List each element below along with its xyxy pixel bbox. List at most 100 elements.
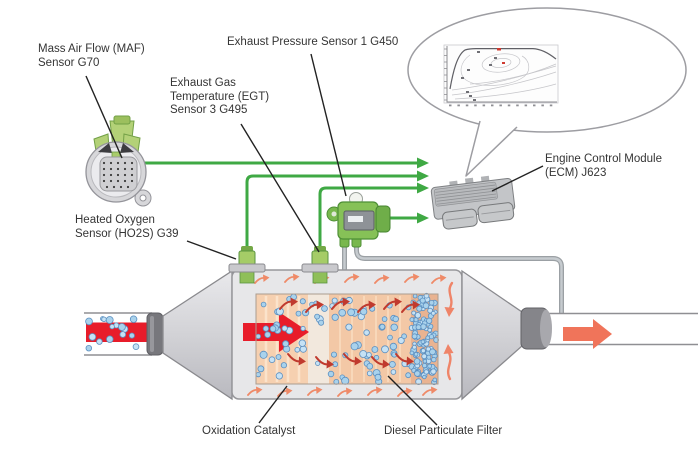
pressure-sensor: [326, 192, 391, 248]
x-axis-tick-labels: [449, 104, 553, 107]
soot-particle: [422, 374, 427, 380]
soot-particle: [420, 323, 427, 330]
soot-particle: [427, 363, 433, 369]
signal-arrowheads: [417, 157, 429, 224]
soot-particle: [295, 310, 302, 317]
soot-particle: [327, 370, 335, 378]
ecm-module: [430, 175, 516, 230]
label-exhaust-pressure-sensor: Exhaust Pressure Sensor 1 G450: [227, 36, 399, 48]
egt-sensor: [301, 246, 339, 284]
soot-particle: [411, 344, 417, 350]
soot-particle: [414, 370, 421, 377]
soot-particle: [269, 325, 277, 333]
soot-particle: [360, 307, 368, 316]
soot-particle: [85, 317, 93, 326]
soot-particle: [275, 354, 282, 360]
soot-particle: [294, 346, 301, 353]
inlet-flange: [146, 312, 164, 356]
soot-particle: [275, 372, 283, 380]
soot-particle: [419, 297, 426, 304]
soot-particle: [338, 308, 347, 317]
soot-particle: [431, 356, 437, 363]
engine-map-chart-icon: [443, 44, 559, 107]
soot-particle: [392, 315, 399, 323]
soot-particle: [268, 356, 276, 364]
soot-particle: [299, 298, 306, 305]
soot-particle: [119, 331, 127, 338]
soot-particle: [359, 350, 368, 358]
soot-particle: [409, 317, 415, 323]
soot-particle: [128, 332, 135, 339]
soot-particle: [432, 377, 438, 383]
pointer-ecm: [491, 165, 544, 192]
soot-particle: [347, 308, 356, 317]
soot-particle: [88, 333, 97, 341]
soot-particle: [421, 362, 428, 369]
outlet-chamber-arrows: [446, 281, 454, 381]
soot-particle: [428, 334, 435, 340]
soot-particle: [381, 345, 389, 354]
soot-particle: [365, 351, 372, 358]
pointer-oxidation-catalyst: [258, 385, 288, 424]
soot-particle: [421, 353, 428, 360]
signal-wires: [140, 161, 418, 249]
label-ecm: Engine Control Module (ECM) J623: [545, 153, 662, 179]
soot-particle: [341, 376, 350, 385]
soot-particle: [374, 373, 382, 381]
soot-particle: [409, 350, 415, 356]
outlet-flange-edge: [540, 309, 552, 348]
soot-particle: [390, 369, 397, 375]
label-oxidation-catalyst: Oxidation Catalyst: [202, 425, 296, 437]
soot-particle: [389, 342, 398, 351]
signal-wire-ho2s: [245, 174, 418, 249]
ho2s-sensor: [228, 246, 266, 284]
soot-particle: [298, 339, 306, 347]
maf-screen-holes: [102, 161, 134, 189]
soot-particle: [299, 345, 307, 353]
soot-particle: [420, 339, 426, 345]
maf-vane-left: [98, 143, 112, 153]
soot-particle: [259, 350, 268, 359]
outlet-cone: [461, 269, 523, 401]
soot-particle: [331, 297, 338, 304]
ecm-ribs: [435, 184, 497, 205]
soot-particle: [257, 365, 265, 373]
inlet-cone: [162, 269, 233, 401]
soot-particle: [129, 315, 138, 323]
maf-screen: [99, 156, 138, 192]
soot-particle: [405, 372, 412, 379]
soot-particle: [366, 362, 374, 370]
soot-particle: [109, 323, 115, 330]
soot-particle: [397, 336, 405, 344]
pointer-maf: [85, 75, 123, 159]
soot-particle: [411, 333, 418, 340]
thought-bubble: [407, 7, 687, 177]
soot-particle: [414, 312, 422, 319]
soot-particle: [315, 360, 321, 366]
soot-particle: [366, 370, 373, 377]
soot-particle: [300, 325, 306, 332]
soot-particle: [264, 331, 271, 339]
label-dpf: Diesel Particulate Filter: [384, 425, 503, 437]
dpf-particles: [327, 296, 412, 386]
soot-particle: [426, 317, 433, 324]
soot-particle: [371, 346, 379, 353]
soot-particle: [373, 354, 380, 361]
soot-particle: [429, 348, 436, 356]
soot-particle: [118, 323, 126, 331]
maf-sensor: [85, 115, 152, 207]
soot-particle: [422, 359, 428, 364]
soot-particle: [428, 299, 435, 306]
soot-particle: [350, 342, 359, 351]
signal-wire-egt: [318, 186, 418, 249]
arrow-particles: [255, 324, 288, 340]
soot-particle: [425, 346, 431, 352]
soot-particle: [381, 316, 388, 322]
outlet-arrowhead-top: [444, 307, 455, 317]
label-egt-sensor: Exhaust Gas Temperature (EGT) Sensor 3 G…: [170, 77, 270, 116]
soot-particle: [388, 360, 396, 368]
soot-particle: [132, 343, 140, 351]
soot-particle: [426, 354, 432, 360]
